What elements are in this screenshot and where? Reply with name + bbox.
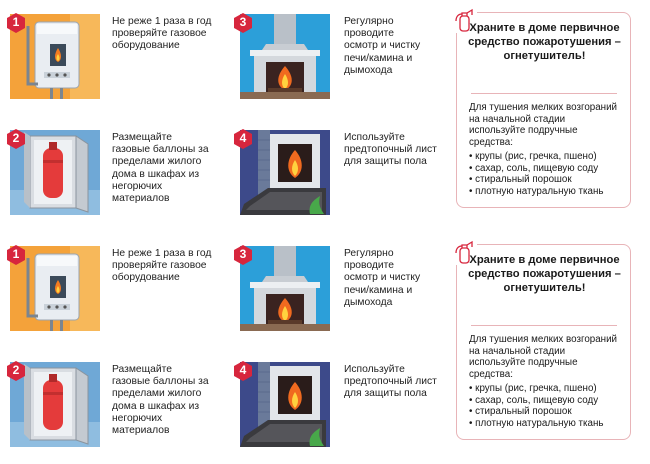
extinguisher-card: Храните в доме первичное средство пожаро…: [451, 239, 631, 440]
tip-text: Не реже 1 раза в год проверяйте газовое …: [112, 16, 212, 52]
step-number: 3: [239, 247, 247, 261]
gas-cylinder-cabinet-icon: [10, 362, 100, 447]
card-divider: [471, 93, 617, 94]
card-intro: Для тушения мелких возгораний на начальн…: [469, 334, 618, 380]
card-list: крупы (рис, гречка, пшено) сахар, соль, …: [469, 383, 603, 429]
card-title: Храните в доме первичное средство пожаро…: [468, 254, 621, 294]
step-number: 2: [12, 131, 20, 145]
step-number: 1: [12, 15, 20, 29]
fire-extinguisher-icon: [451, 7, 477, 33]
fire-extinguisher-icon: [451, 239, 477, 265]
step-number-badge: 4: [232, 360, 254, 382]
tip-text: Используйте предтопочный лист для защиты…: [344, 364, 437, 400]
tip-text: Размещайте газовые баллоны за пределами …: [112, 132, 209, 205]
step-number: 2: [12, 363, 20, 377]
list-item: стиральный порошок: [469, 174, 603, 186]
step-number-badge: 4: [232, 128, 254, 150]
step-number-badge: 2: [5, 128, 27, 150]
list-item: сахар, соль, пищевую соду: [469, 395, 603, 407]
fireplace-icon: [240, 246, 330, 331]
list-item: крупы (рис, гречка, пшено): [469, 151, 603, 163]
tip-text: Регулярно проводите осмотр и чистку печи…: [344, 16, 421, 76]
step-number: 4: [239, 363, 247, 377]
safety-block: 1 Не реже 1 раза в год проверяйте газово…: [0, 239, 650, 464]
list-item: плотную натуральную ткань: [469, 186, 603, 198]
step-number-badge: 3: [232, 244, 254, 266]
gas-boiler-icon: [10, 14, 100, 99]
step-number-badge: 3: [232, 12, 254, 34]
step-number-badge: 1: [5, 244, 27, 266]
tip-text: Не реже 1 раза в год проверяйте газовое …: [112, 248, 212, 284]
step-number-badge: 1: [5, 12, 27, 34]
extinguisher-card: Храните в доме первичное средство пожаро…: [451, 7, 631, 208]
step-number: 1: [12, 247, 20, 261]
gas-boiler-icon: [10, 246, 100, 331]
card-list: крупы (рис, гречка, пшено) сахар, соль, …: [469, 151, 603, 197]
list-item: стиральный порошок: [469, 406, 603, 418]
step-number: 3: [239, 15, 247, 29]
tip-text: Размещайте газовые баллоны за пределами …: [112, 364, 209, 437]
list-item: плотную натуральную ткань: [469, 418, 603, 430]
list-item: сахар, соль, пищевую соду: [469, 163, 603, 175]
tip-text: Используйте предтопочный лист для защиты…: [344, 132, 437, 168]
stove-floor-sheet-icon: [240, 130, 330, 215]
fireplace-icon: [240, 14, 330, 99]
step-number-badge: 2: [5, 360, 27, 382]
tip-text: Регулярно проводите осмотр и чистку печи…: [344, 248, 421, 308]
list-item: крупы (рис, гречка, пшено): [469, 383, 603, 395]
safety-block: 1 Не реже 1 раза в год проверяйте газово…: [0, 7, 650, 232]
step-number: 4: [239, 131, 247, 145]
card-title: Храните в доме первичное средство пожаро…: [468, 22, 621, 62]
card-intro: Для тушения мелких возгораний на начальн…: [469, 102, 618, 148]
card-divider: [471, 325, 617, 326]
gas-cylinder-cabinet-icon: [10, 130, 100, 215]
stove-floor-sheet-icon: [240, 362, 330, 447]
